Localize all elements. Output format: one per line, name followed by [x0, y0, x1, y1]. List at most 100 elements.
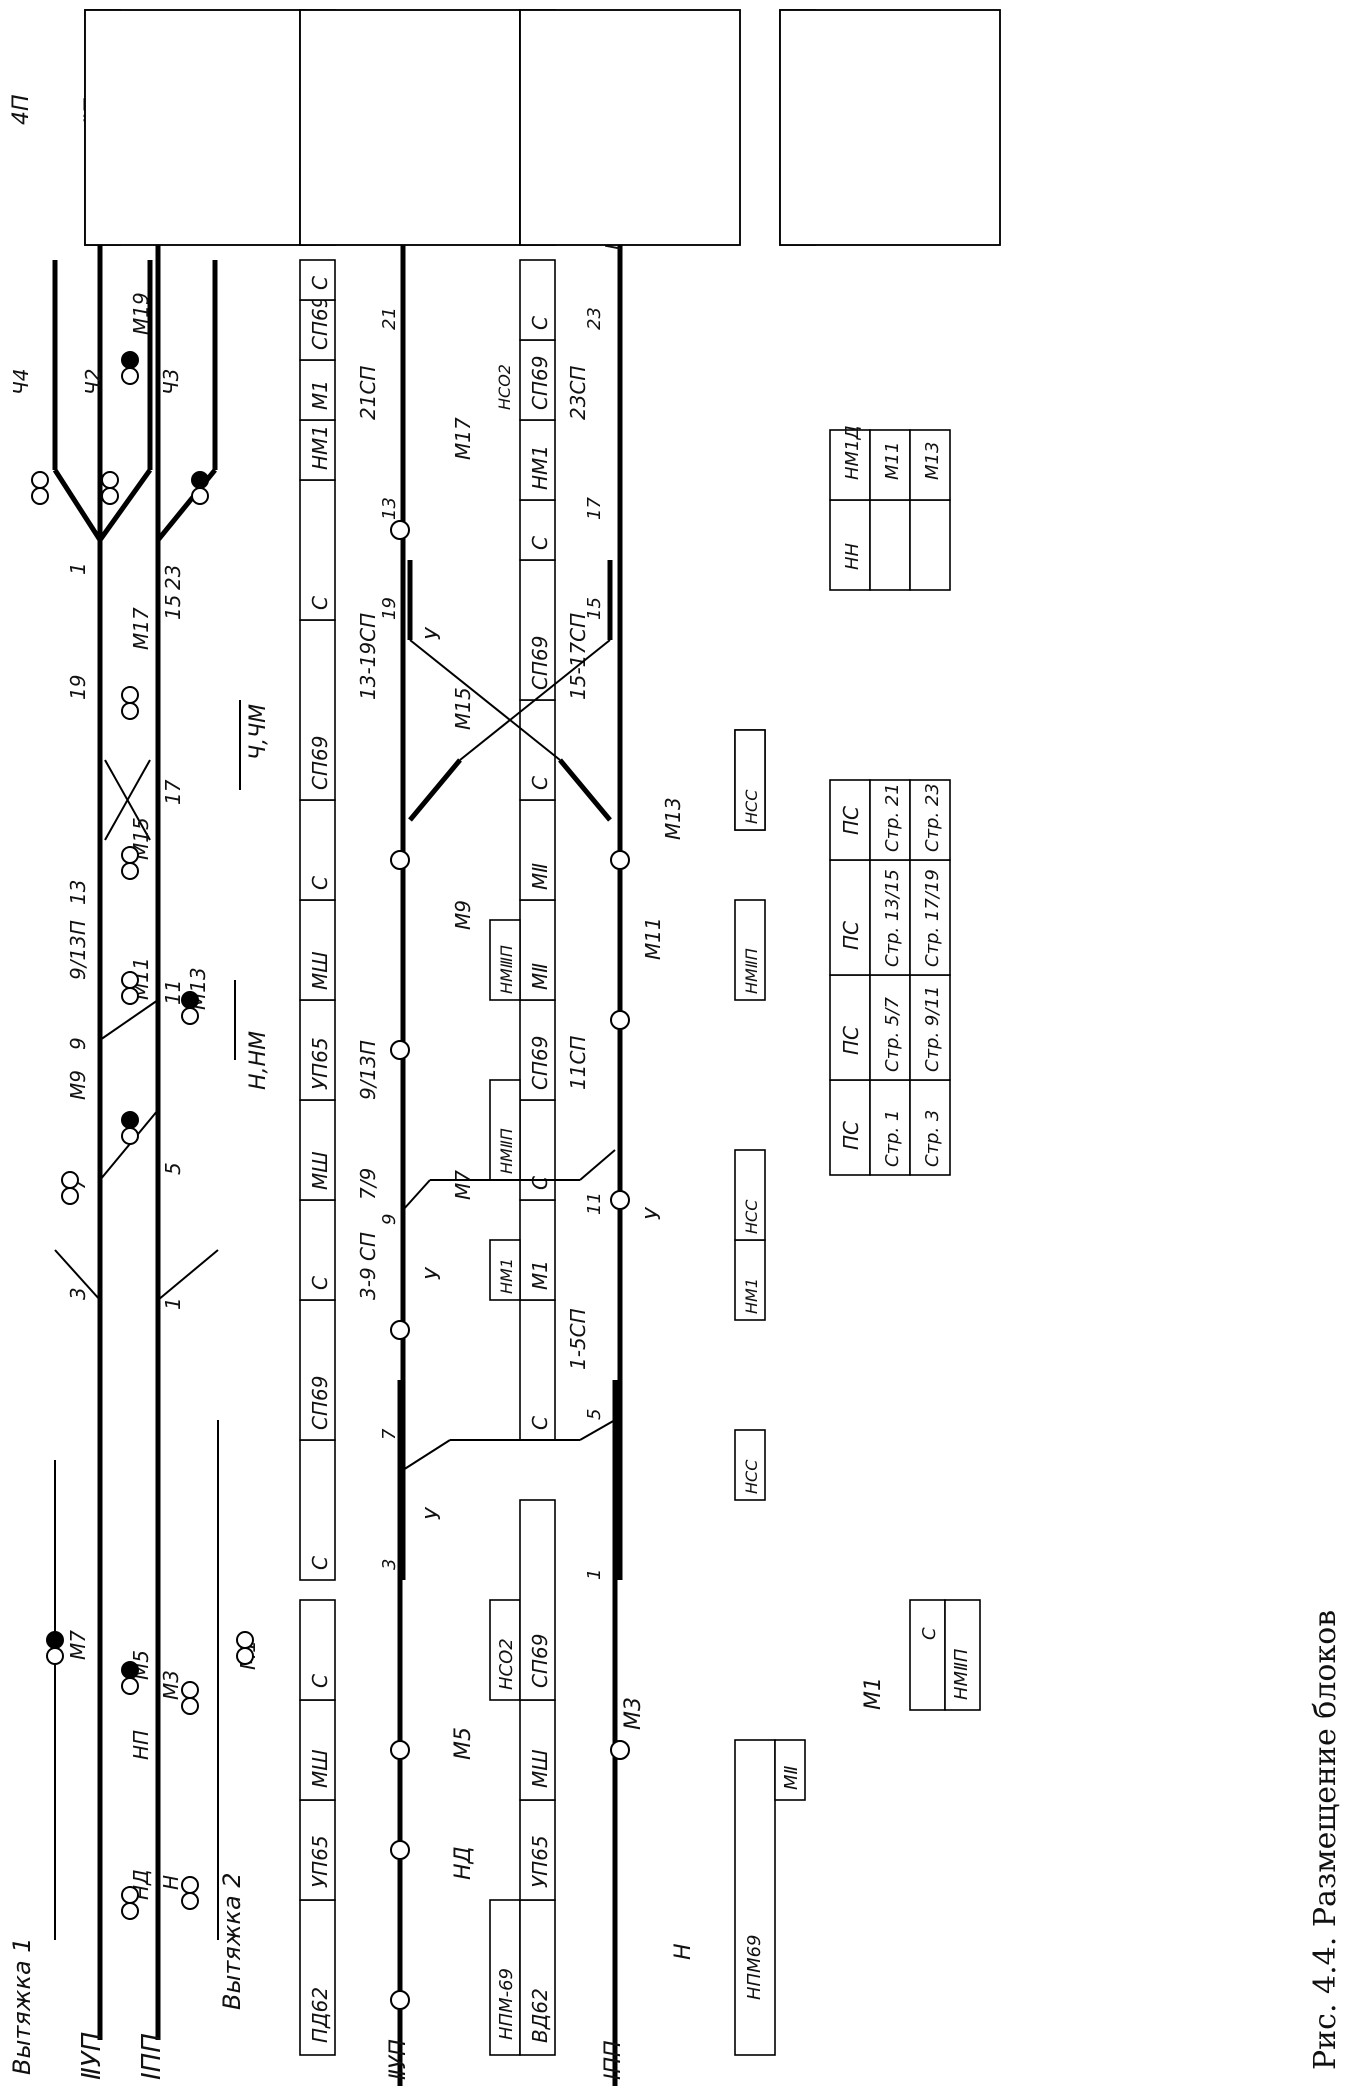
signal-label: М15 — [451, 687, 475, 730]
track-signal-lamp — [390, 1320, 410, 1340]
figure-caption: Рис. 4.4. Размещение блоков — [1308, 1610, 1343, 2070]
cell-label: С — [308, 876, 332, 890]
ps-row1: Стр. 5/7 — [882, 997, 903, 1072]
cell-label: М1 — [308, 380, 332, 410]
signal-lamp — [181, 991, 199, 1009]
u-mark: У — [421, 1506, 445, 1520]
cell-label: ВД62 — [528, 1988, 552, 2043]
cell-label: СП69 — [528, 636, 552, 690]
hatch-label: НПМ-69 — [496, 1968, 517, 2040]
ps-row2: Стр. 23 — [922, 783, 943, 852]
signal-lamp — [181, 1892, 199, 1910]
cell-label: С — [308, 1674, 332, 1688]
layout-crossover — [402, 1179, 431, 1211]
track-signal-lamp — [390, 1990, 410, 2010]
signal-label: М17 — [129, 607, 153, 650]
nn-row2-cell — [909, 499, 951, 591]
cell-label: СП69 — [528, 1634, 552, 1688]
signal-label: М17 — [451, 417, 475, 460]
nn-row1: М11 — [882, 442, 903, 480]
signal-lamp — [121, 1661, 139, 1679]
track-label-2up: ⅡУП — [77, 2032, 107, 2080]
track-signal-lamp — [610, 1010, 630, 1030]
signal-lamp — [46, 1647, 64, 1665]
track-label-1pp: ⅠПП — [137, 2033, 167, 2080]
branch-ext1 — [54, 1249, 101, 1301]
cell-label: УП65 — [308, 1037, 332, 1090]
switch-number: 9 — [379, 1214, 400, 1225]
signal-lamp — [121, 971, 139, 989]
cell-upper-mid — [299, 1199, 336, 1301]
cell-hatch — [734, 1149, 766, 1241]
hatch-label: НПМ69 — [744, 1934, 765, 2000]
cell-nm2p — [944, 1599, 981, 1711]
cell-label: НМⅡП — [951, 1648, 972, 1700]
signal-label: НД — [451, 1846, 476, 1880]
ps-header: ПС — [839, 921, 863, 950]
nn-row1-cell — [869, 429, 911, 501]
switch-number: 3 — [379, 1559, 400, 1570]
switch-number: 23 — [161, 565, 185, 590]
cell-upper-mid — [299, 479, 336, 621]
cell-upper-mid — [299, 299, 336, 361]
signal-label: Ч2 — [81, 369, 105, 395]
cell-label: МШ — [308, 1749, 332, 1788]
cell-label: СП69 — [528, 356, 552, 410]
cell-label: С — [919, 1627, 940, 1640]
right-column-border — [519, 9, 741, 246]
layout-crossover — [579, 1419, 616, 1441]
u-mark: У — [421, 626, 445, 640]
cell-label: С — [308, 596, 332, 610]
x-cross — [408, 758, 462, 822]
switch-number: 19 — [66, 675, 90, 700]
extension-label-1: Вытяжка 1 — [8, 1937, 36, 2075]
cell-hatch — [734, 1239, 766, 1321]
hatch-label: НМ1 — [742, 1278, 761, 1314]
signal-label: М11 — [641, 917, 665, 960]
layout-track-label: ⅡУП — [386, 2039, 411, 2080]
cell-hatch — [489, 919, 521, 1001]
right-column-frame — [299, 9, 521, 246]
signal-label: М5 — [451, 1727, 476, 1760]
cell-hatch — [489, 1239, 521, 1301]
switch-number: 19 — [379, 597, 400, 620]
section-label: 9/13П — [356, 1040, 380, 1100]
cell-label: НМ1 — [528, 445, 552, 490]
cell-label: МШ — [528, 1749, 552, 1788]
ps-row2-cell — [909, 859, 951, 976]
switch-number: 11 — [584, 1192, 605, 1215]
section-label: 1-5СП — [566, 1308, 590, 1370]
cell-hatch — [734, 899, 766, 1001]
cell-m2 — [774, 1739, 806, 1801]
section-label: 13-19СП — [356, 613, 380, 700]
track-signal-lamp — [390, 1740, 410, 1760]
switch-number: 7 — [379, 1428, 400, 1440]
signal-label: М3 — [159, 1670, 183, 1700]
signal-label: Н — [671, 1943, 696, 1960]
cell-label: МⅡ — [528, 963, 552, 990]
x-cross — [558, 758, 612, 822]
cell-upper-mid — [299, 259, 336, 301]
section-label: 23СП — [566, 366, 590, 420]
caption-text: Рис. 4.4. Размещение блоков — [1308, 1610, 1343, 2070]
nn-row2-cell — [909, 429, 951, 501]
cell-label: С — [528, 536, 552, 550]
track-signal-lamp — [610, 850, 630, 870]
arrow-label-ch: Ч,ЧМ — [246, 704, 271, 760]
u-mark: У — [641, 1206, 665, 1220]
switch-number: 15 — [584, 597, 605, 620]
ps-row1: Стр. 1 — [882, 1110, 903, 1167]
signal-label: Ч3 — [159, 369, 183, 395]
signal-lamp — [31, 487, 49, 505]
signal-lamp — [61, 1187, 79, 1205]
hatch-label: НМⅢП — [497, 945, 516, 994]
cell-label: М1 — [528, 1260, 552, 1290]
ps-row1-cell — [869, 779, 911, 861]
cell-label: С — [528, 1176, 552, 1190]
section-label: 21СП — [356, 366, 380, 420]
signal-label: М1 — [861, 1677, 886, 1710]
layout-crossover — [579, 1149, 616, 1181]
hatch-label: НСО2 — [496, 1638, 517, 1690]
